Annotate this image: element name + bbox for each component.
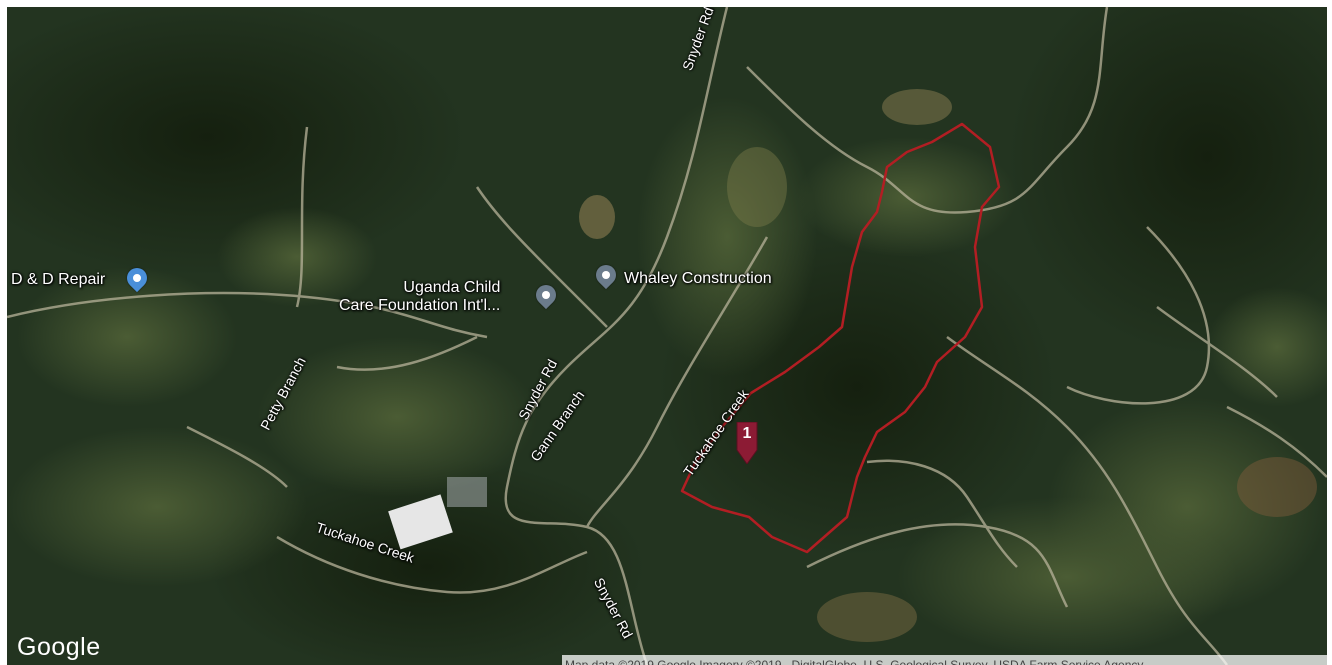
place-label-whaley-construction[interactable]: Whaley Construction [624, 270, 772, 287]
building [388, 494, 453, 550]
map-view[interactable]: Snyder Rd Snyder Rd Snyder Rd Gann Branc… [7, 7, 1327, 665]
place-label-line: Uganda Child [403, 279, 501, 296]
marker-number: 1 [742, 425, 752, 442]
place-label-dd-repair[interactable]: D & D Repair [11, 271, 106, 288]
property-boundary[interactable] [680, 122, 1001, 554]
map-marker-icon [736, 421, 758, 465]
place-label-line: Care Foundation Int'l... [339, 297, 501, 314]
road-network [7, 7, 1327, 665]
property-marker[interactable]: 1 [735, 421, 759, 465]
satellite-imagery [7, 7, 1327, 665]
field-area [17, 267, 237, 407]
map-attribution[interactable]: Map data ©2019 Google Imagery ©2019 , Di… [562, 655, 1327, 665]
place-label-uganda-child-care[interactable]: Uganda Child Care Foundation Int'l... [339, 279, 500, 315]
google-logo: Google [17, 633, 101, 661]
